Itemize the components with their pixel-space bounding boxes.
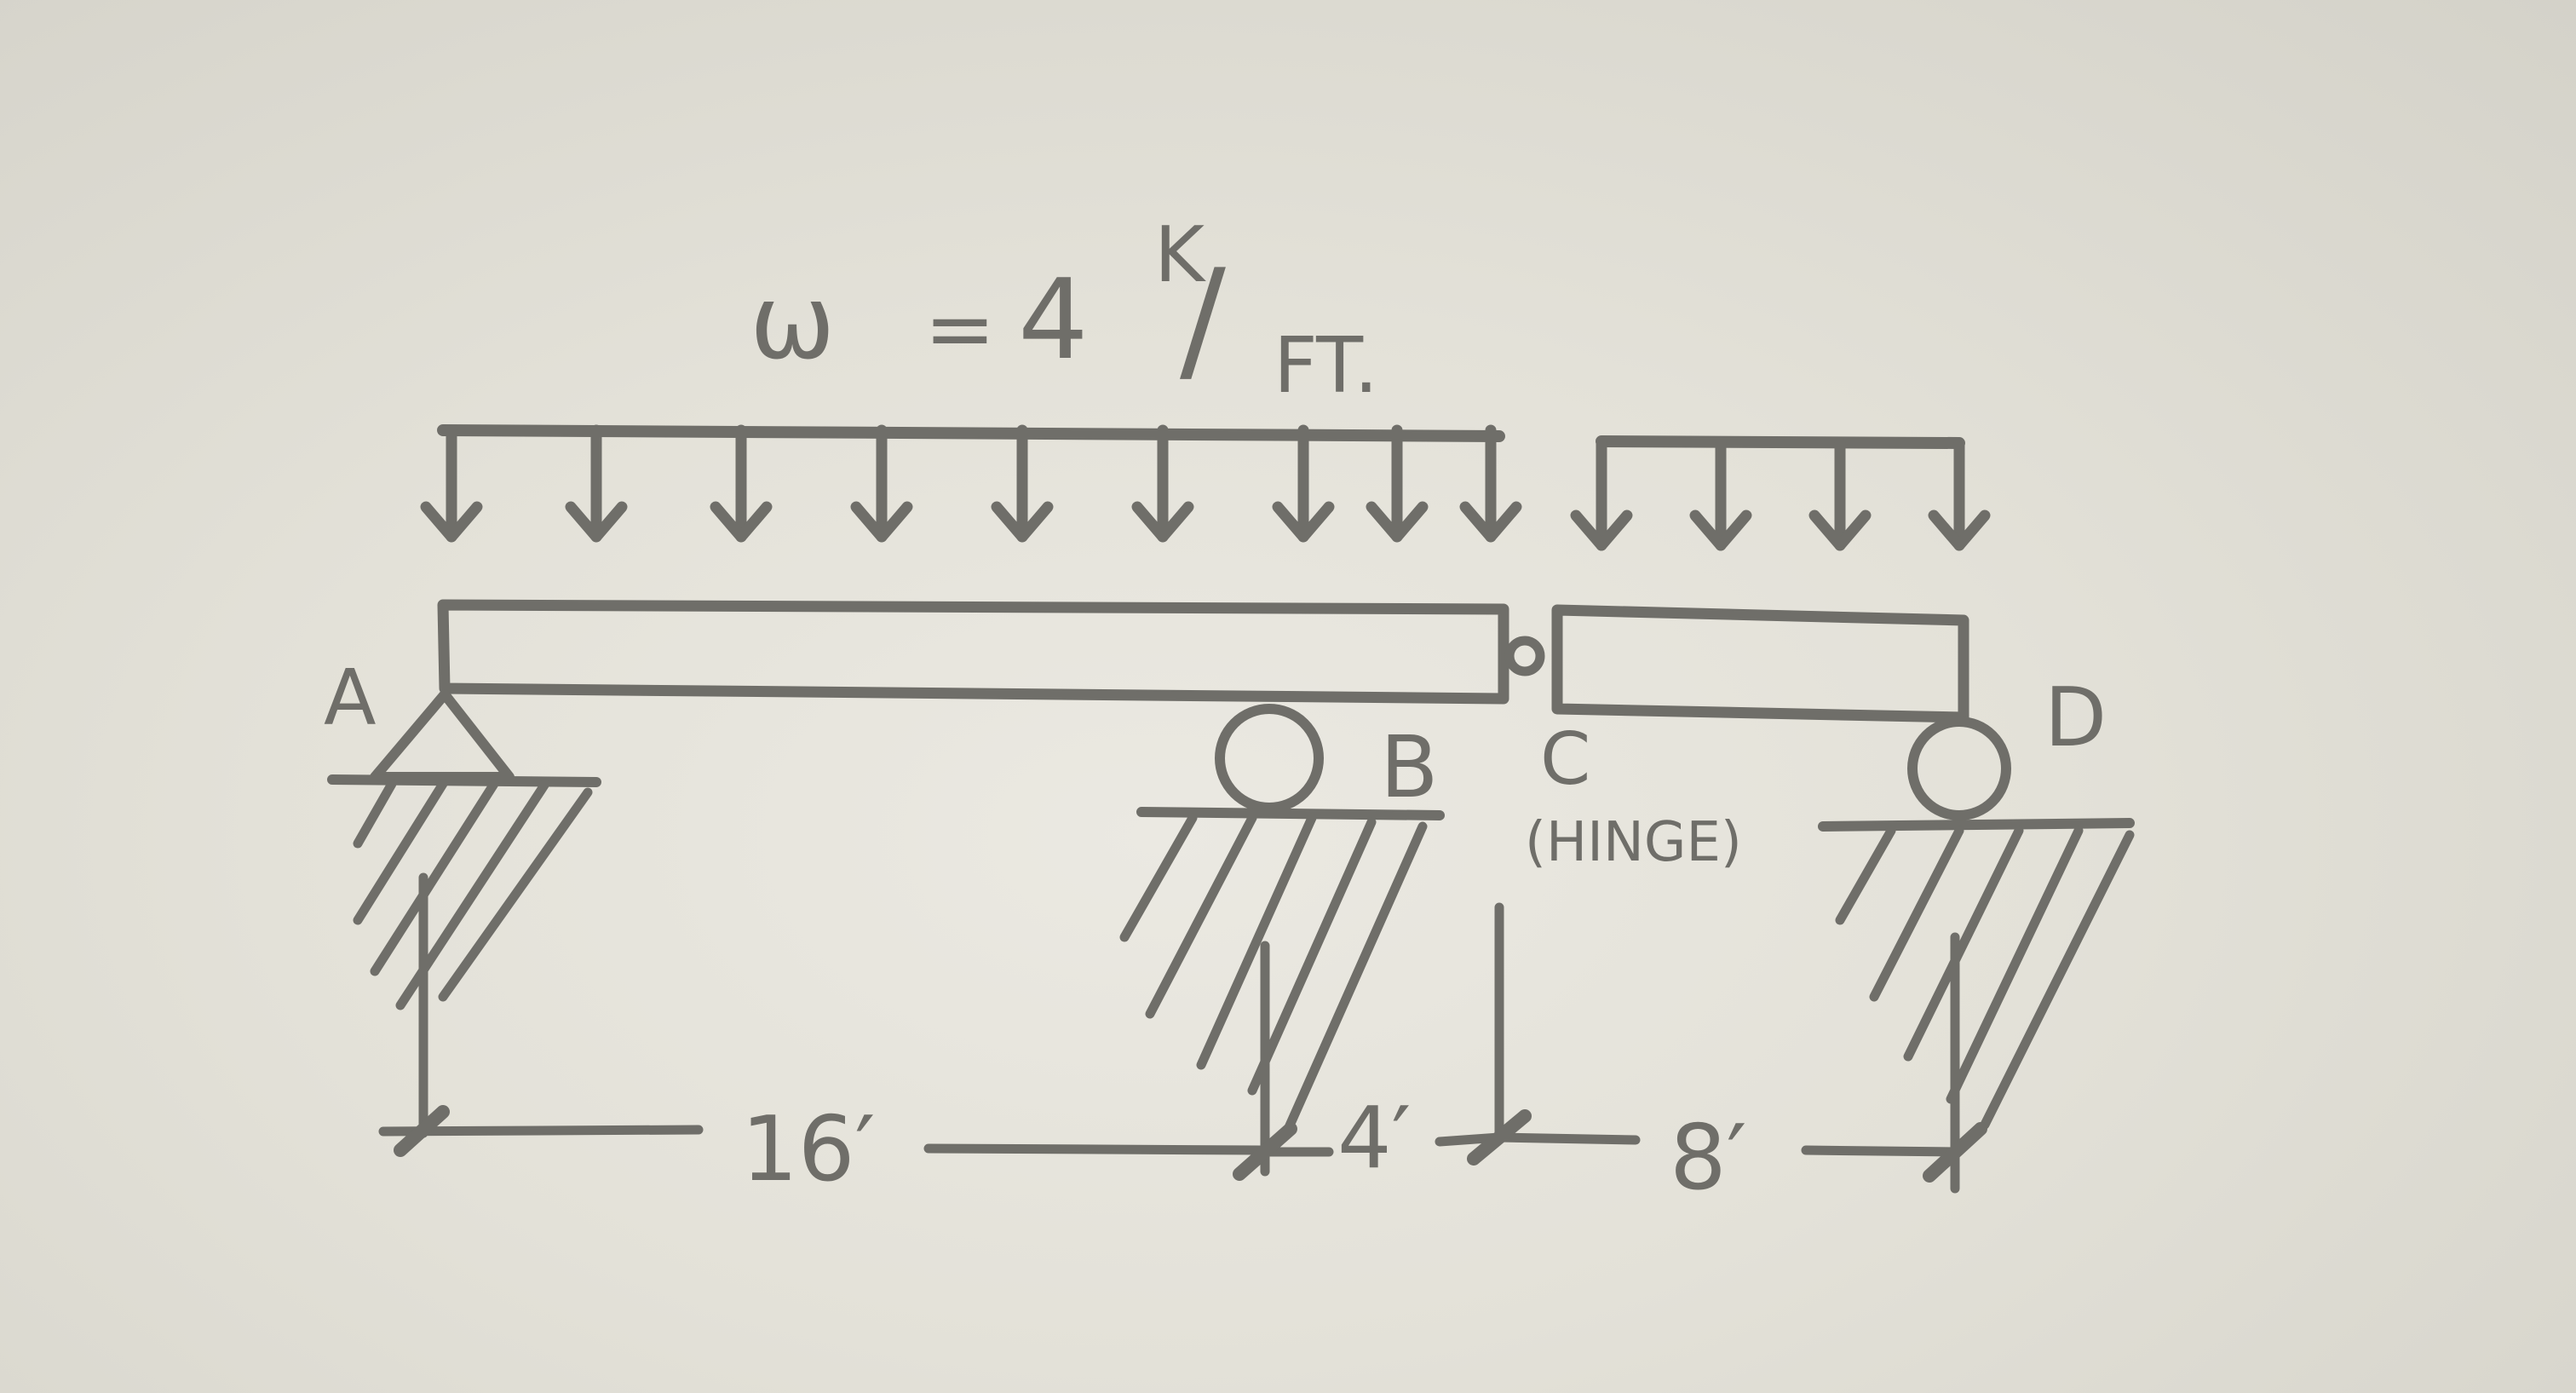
load-left-arrow-2 bbox=[565, 424, 628, 543]
load-equals: = bbox=[924, 279, 996, 378]
dimension-line-ab-left bbox=[378, 1125, 704, 1137]
tick-a bbox=[394, 1105, 450, 1157]
span-ab-label: 16′ bbox=[741, 1097, 875, 1201]
roller-support-b: B bbox=[1119, 704, 1445, 1138]
point-label-c: C bbox=[1540, 717, 1590, 802]
roller-support-icon bbox=[1215, 704, 1324, 813]
load-right-arrow-3 bbox=[1808, 437, 1872, 551]
tick-d bbox=[1923, 1122, 1987, 1183]
load-symbol: ω bbox=[750, 264, 836, 383]
beam-cd bbox=[1551, 604, 1969, 723]
ground-line-a bbox=[327, 774, 601, 787]
load-left-arrow-6 bbox=[1131, 424, 1194, 543]
roller-support-d: D bbox=[1818, 671, 2135, 1130]
hatched-ground-icon bbox=[353, 779, 593, 1010]
hatched-ground-icon bbox=[1119, 813, 1428, 1138]
load-right-arrow-2 bbox=[1689, 437, 1752, 551]
hinge-icon bbox=[1504, 636, 1545, 676]
load-unit-top: K bbox=[1154, 210, 1206, 300]
distributed-load-left bbox=[420, 424, 1522, 543]
distributed-load-right bbox=[1570, 435, 1991, 551]
load-right-arrow-4 bbox=[1928, 437, 1991, 551]
dimension-line-ab-right bbox=[923, 1143, 1266, 1155]
ground-line-d bbox=[1818, 818, 2135, 832]
dimension-line-cd-left bbox=[1494, 1132, 1641, 1145]
dimension-line-cd-right bbox=[1801, 1145, 1960, 1157]
hinge-label-c: C (HINGE) bbox=[1525, 717, 1742, 874]
load-left-arrow-4 bbox=[850, 424, 913, 543]
ground-line-b bbox=[1136, 807, 1445, 820]
tick-c bbox=[1467, 1109, 1532, 1166]
dimension-labels: 16′ 4′ 8′ bbox=[741, 1088, 1747, 1210]
point-label-b: B bbox=[1380, 717, 1439, 817]
load-left-arrow-3 bbox=[710, 424, 773, 543]
load-line-right bbox=[1596, 435, 1965, 449]
load-left-arrow-9 bbox=[1459, 424, 1522, 543]
triangle-pin-support-icon bbox=[370, 689, 515, 782]
load-unit-slash: / bbox=[1180, 239, 1226, 399]
load-line-left bbox=[437, 424, 1505, 442]
point-label-d: D bbox=[2044, 671, 2107, 765]
load-left-arrow-5 bbox=[991, 424, 1054, 543]
roller-support-icon bbox=[1907, 717, 2011, 820]
load-left-arrow-7 bbox=[1272, 424, 1335, 543]
load-left-arrow-1 bbox=[420, 424, 483, 543]
point-label-a: A bbox=[324, 653, 377, 743]
pin-support-a: A bbox=[324, 653, 601, 1010]
load-label: ω = 4 K / FT. bbox=[750, 210, 1378, 411]
load-left-arrow-8 bbox=[1366, 424, 1429, 543]
load-unit-bottom: FT. bbox=[1274, 321, 1378, 411]
span-cd-label: 8′ bbox=[1670, 1106, 1747, 1210]
hinge-note: (HINGE) bbox=[1525, 811, 1742, 874]
load-value: 4 bbox=[1018, 255, 1089, 384]
tick-b bbox=[1233, 1122, 1297, 1181]
span-bc-label: 4′ bbox=[1337, 1088, 1411, 1188]
dimension-lines bbox=[378, 872, 1987, 1194]
beam-ac bbox=[437, 599, 1509, 705]
load-right-arrow-1 bbox=[1570, 437, 1633, 551]
hatched-ground-icon bbox=[1835, 826, 2135, 1130]
